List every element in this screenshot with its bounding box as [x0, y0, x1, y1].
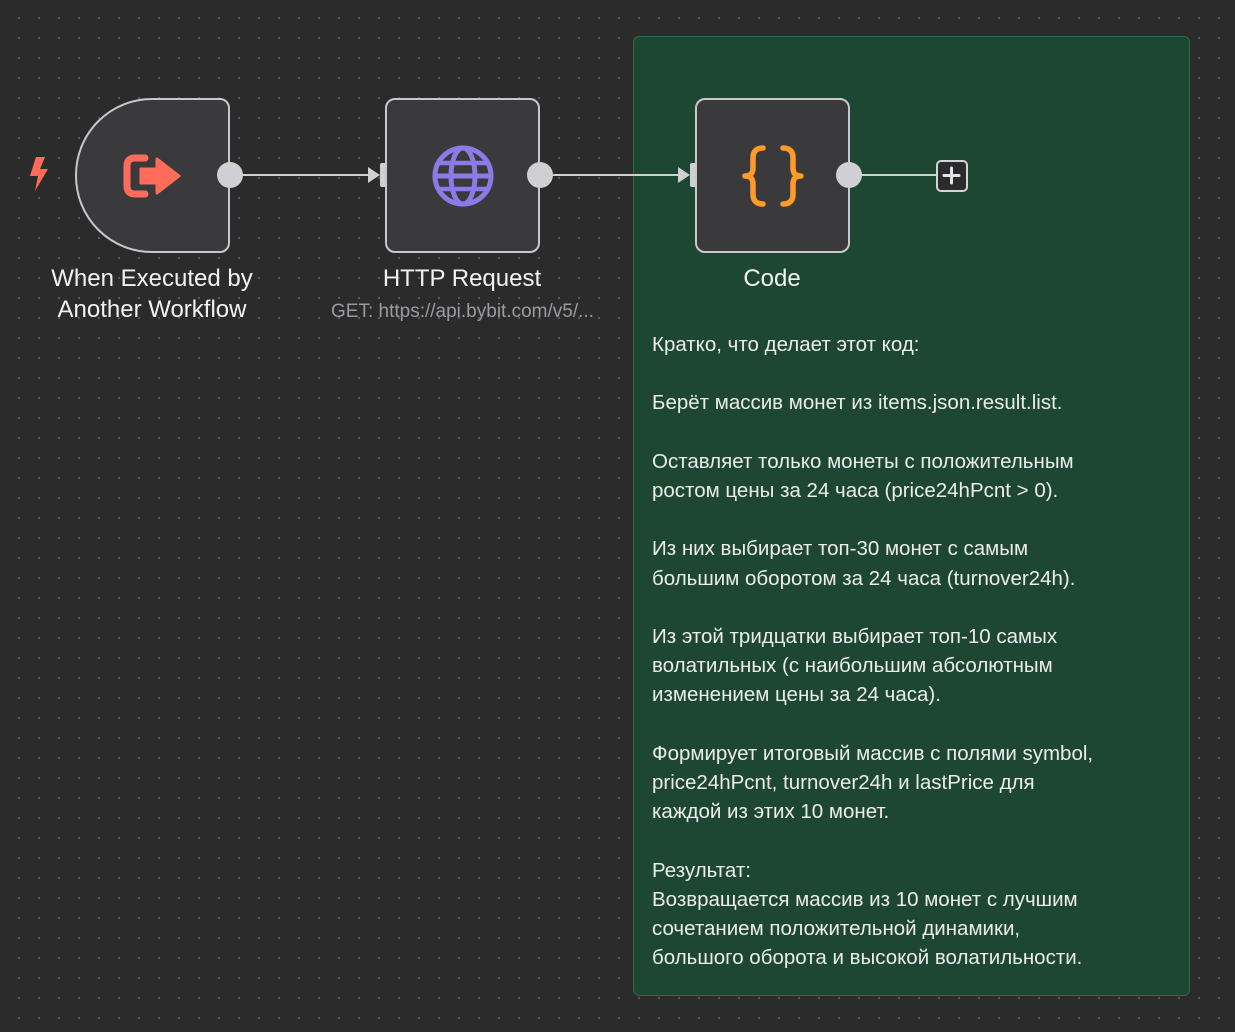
sticky-paragraph: Оставляет только монеты с положительным … [652, 447, 1177, 505]
globe-icon [432, 145, 493, 206]
connection-arrowhead [678, 167, 690, 183]
sticky-line: price24hPcnt, turnover24h и lastPrice дл… [652, 770, 1035, 794]
sticky-line: ростом цены за 24 часа (price24hPcnt > 0… [652, 478, 1059, 502]
connection-arrowhead [368, 167, 380, 183]
node-title-http: HTTP Request [382, 265, 542, 292]
sticky-line: Результат: [652, 858, 751, 882]
sticky-line: Оставляет только монеты с положительным [652, 449, 1074, 473]
add-node-button[interactable] [936, 160, 968, 192]
node-title-code: Code [743, 265, 801, 292]
sticky-line: сочетанием положительной динамики, [652, 916, 1021, 940]
node-code[interactable] [695, 98, 850, 253]
sticky-line: волатильных (с наибольшим абсолютным [652, 654, 1053, 678]
curly-braces-icon [741, 144, 804, 207]
sticky-line: Из них выбирает топ-30 монет с самым [652, 537, 1029, 561]
sticky-line: Из этой тридцатки выбирает топ-10 самых [652, 624, 1058, 648]
output-port[interactable] [217, 162, 243, 188]
plus-icon [942, 166, 961, 185]
sticky-line: Возвращается массив из 10 монет с лучшим [652, 887, 1078, 911]
output-port[interactable] [836, 162, 862, 188]
node-execute-workflow-trigger[interactable] [75, 98, 230, 253]
node-http-request[interactable] [385, 98, 540, 253]
sign-out-arrow-icon [123, 154, 180, 197]
output-port[interactable] [527, 162, 553, 188]
sticky-paragraph: Кратко, что делает этот код: [652, 330, 1177, 359]
sticky-line: каждой из этих 10 монет. [652, 800, 890, 824]
sticky-paragraph: Формирует итоговый массив с полями symbo… [652, 739, 1177, 827]
sticky-line: Кратко, что делает этот код: [652, 333, 920, 356]
sticky-paragraph: Берёт массив монет из items.json.result.… [652, 388, 1177, 417]
sticky-line: большим оборотом за 24 часа (turnover24h… [652, 566, 1076, 590]
node-title-line: When Executed by [51, 265, 253, 292]
lightning-bolt-icon [26, 156, 52, 197]
sticky-note-text: Кратко, что делает этот код: Берёт масси… [652, 330, 1177, 972]
sticky-line: большого оборота и высокой волатильности… [652, 946, 1083, 970]
sticky-line: Формирует итоговый массив с полями symbo… [652, 741, 1094, 765]
sticky-line: Берёт массив монет из items.json.result.… [652, 391, 1063, 415]
sticky-paragraph: Из них выбирает топ-30 монет с самым бол… [652, 534, 1177, 592]
sticky-paragraph: Результат: Возвращается массив из 10 мон… [652, 856, 1177, 973]
sticky-line: изменением цены за 24 часа). [652, 683, 941, 707]
node-title-trigger: When Executed by Another Workflow [22, 263, 282, 325]
sticky-paragraph: Из этой тридцатки выбирает топ-10 самых … [652, 622, 1177, 710]
node-title-line: Another Workflow [57, 296, 247, 323]
node-subtitle-http: GET: https://api.bybit.com/v5/... [331, 301, 594, 322]
